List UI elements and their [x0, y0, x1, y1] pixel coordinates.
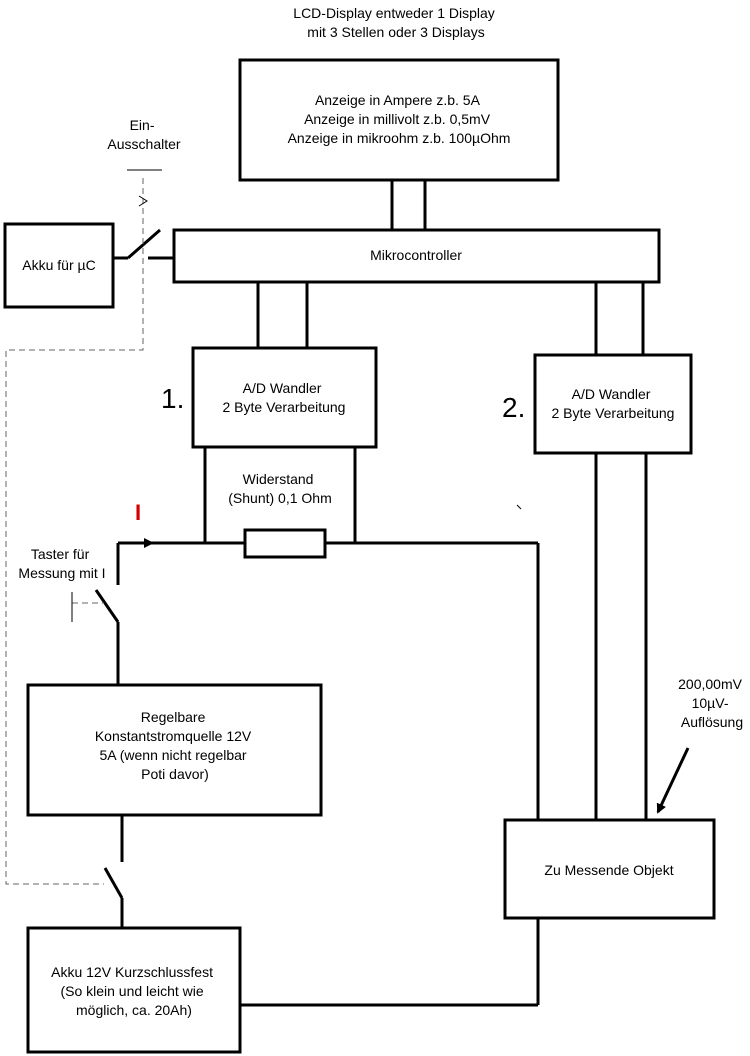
akku-uc-box — [3, 222, 115, 309]
lcd-caption: LCD-Display entweder 1 Display mit 3 Ste… — [293, 5, 498, 40]
objekt-box — [503, 818, 716, 920]
current-label: I — [135, 500, 141, 525]
akku-uc-label: Akku für µC — [22, 257, 95, 273]
objekt-label: Zu Messende Objekt — [544, 862, 673, 878]
konstantstromquelle-label: Regelbare Konstantstromquelle 12V 5A (we… — [95, 709, 255, 782]
mikrocontroller-label: Mikrocontroller — [370, 247, 462, 263]
konstantstromquelle-box — [26, 683, 323, 817]
taster-label: Taster für Messung mit I — [18, 546, 105, 581]
switch-label: Ein- Ausschalter — [107, 117, 180, 152]
main-switch-blade — [103, 867, 124, 899]
shunt-resistor — [243, 528, 327, 559]
shunt-label: Widerstand (Shunt) 0,1 Ohm — [228, 471, 332, 506]
akku-12v-box — [26, 926, 242, 1054]
adc2-box — [533, 353, 693, 455]
switch-coupling-dashed — [5, 178, 144, 885]
display-box-text: Anzeige in Ampere z.b. 5A Anzeige in mil… — [288, 92, 511, 146]
adc2-label: A/D Wandler 2 Byte Verarbeitung — [552, 386, 675, 421]
adc1-number: 1. — [161, 383, 184, 414]
mikrocontroller-box — [172, 228, 661, 284]
adc1-label: A/D Wandler 2 Byte Verarbeitung — [223, 380, 346, 415]
display-box — [238, 58, 560, 182]
resolution-pointer-arrow — [656, 747, 690, 814]
power-switch-blade — [127, 228, 161, 260]
resolution-label: 200,00mV 10µV- Auflösung — [678, 676, 746, 730]
stray-mark — [516, 504, 522, 510]
adc2-number: 2. — [502, 392, 525, 423]
taster-switch-blade — [94, 589, 120, 623]
switch-actuator-mark — [138, 195, 148, 207]
adc1-box — [191, 346, 378, 449]
akku-12v-label: Akku 12V Kurzschlussfest (So klein und l… — [51, 964, 217, 1018]
